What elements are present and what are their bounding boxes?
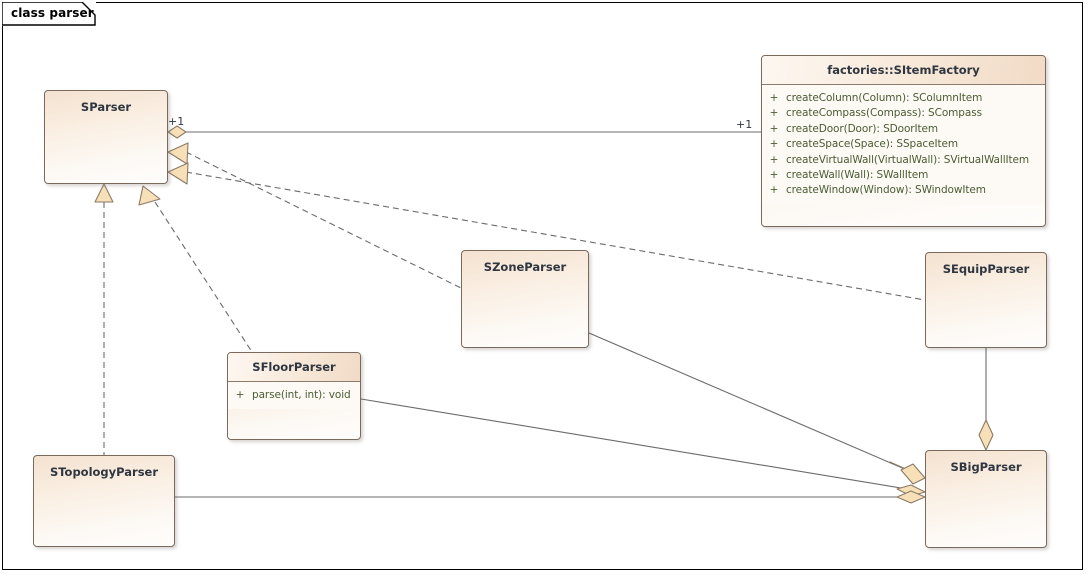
frame-tab-shape — [2, 2, 96, 26]
operation-visibility: + — [769, 122, 779, 135]
operation-row[interactable]: + createVirtualWall(VirtualWall): SVirtua… — [762, 153, 1045, 168]
operation-row[interactable]: + createWall(Wall): SWallItem — [762, 168, 1045, 183]
relationship-aggr-sequipparser-sbigparser — [978, 348, 994, 451]
class-box-sequipparser[interactable]: SEquipParser — [925, 252, 1047, 348]
operation-row[interactable]: + createSpace(Space): SSpaceItem — [762, 137, 1045, 152]
relationship-realize-sequipparser-sparser — [167, 162, 926, 301]
class-box-sparser[interactable]: SParser — [44, 90, 168, 184]
operation-visibility: + — [769, 138, 779, 151]
class-name-sitemfactory: factories::SItemFactory — [762, 56, 1045, 85]
relationship-aggr-stopologyparser-sbigparser — [175, 490, 926, 504]
frame-tab-label: class parser — [11, 6, 94, 20]
operation-row[interactable]: + createDoor(Door): SDoorItem — [762, 122, 1045, 137]
operation-signature: createWall(Wall): SWallItem — [786, 169, 929, 182]
operation-row[interactable]: + createColumn(Column): SColumnItem — [762, 91, 1045, 106]
operation-signature: parse(int, int): void — [252, 389, 351, 401]
relationship-realize-szoneparser-sparser — [167, 142, 462, 289]
class-name-szoneparser: SZoneParser — [483, 260, 567, 274]
class-name-sfloorparser: SFloorParser — [228, 353, 360, 382]
class-box-sfloorparser[interactable]: SFloorParser + parse(int, int): void — [227, 352, 361, 440]
operation-row[interactable]: + createCompass(Compass): SCompass — [762, 106, 1045, 121]
class-name-sequipparser: SEquipParser — [942, 262, 1030, 276]
class-name-sbigparser: SBigParser — [950, 460, 1022, 474]
relationship-realize-sfloorparser-sparser — [138, 185, 253, 353]
operation-row[interactable]: + parse(int, int): void — [228, 388, 360, 403]
operation-visibility: + — [769, 169, 779, 182]
class-box-sitemfactory[interactable]: factories::SItemFactory+ createColumn(Col… — [761, 55, 1046, 227]
operation-signature: createDoor(Door): SDoorItem — [786, 122, 939, 135]
multiplicity-label-mult-factory-end: +1 — [736, 118, 753, 131]
operation-signature: createWindow(Window): SWindowItem — [786, 184, 986, 197]
operation-visibility: + — [235, 389, 245, 401]
class-box-szoneparser[interactable]: SZoneParser — [461, 250, 589, 348]
operation-visibility: + — [769, 153, 779, 166]
relationship-aggr-szoneparser-sbigparser — [588, 332, 926, 485]
class-box-sbigparser[interactable]: SBigParser — [925, 450, 1047, 548]
operations-compartment-sfloorparser: + parse(int, int): void — [228, 382, 360, 410]
operation-signature: createSpace(Space): SSpaceItem — [786, 138, 958, 151]
class-name-stopologyparser: STopologyParser — [49, 465, 159, 479]
operation-signature: createCompass(Compass): SCompass — [786, 107, 982, 120]
operation-signature: createVirtualWall(VirtualWall): SVirtual… — [786, 153, 1030, 166]
operation-visibility: + — [769, 107, 779, 120]
operation-visibility: + — [769, 92, 779, 104]
operation-signature: createColumn(Column): SColumnItem — [786, 92, 983, 104]
diagram-frame-tab: class parser — [2, 2, 96, 26]
relationship-realize-stopologyparser-sparser — [94, 183, 114, 455]
operation-visibility: + — [769, 184, 779, 197]
operation-row[interactable]: + createWindow(Window): SWindowItem — [762, 183, 1045, 198]
operations-compartment-sitemfactory: + createColumn(Column): SColumnItem + creat… — [762, 85, 1045, 205]
class-name-sparser: SParser — [80, 100, 132, 114]
class-box-stopologyparser[interactable]: STopologyParser — [33, 455, 175, 547]
multiplicity-label-mult-sparser-end: +1 — [168, 115, 185, 128]
relationship-assoc-sparser-itemfactory — [167, 125, 761, 139]
relationship-aggr-sfloorparser-sbigparser — [360, 398, 926, 497]
